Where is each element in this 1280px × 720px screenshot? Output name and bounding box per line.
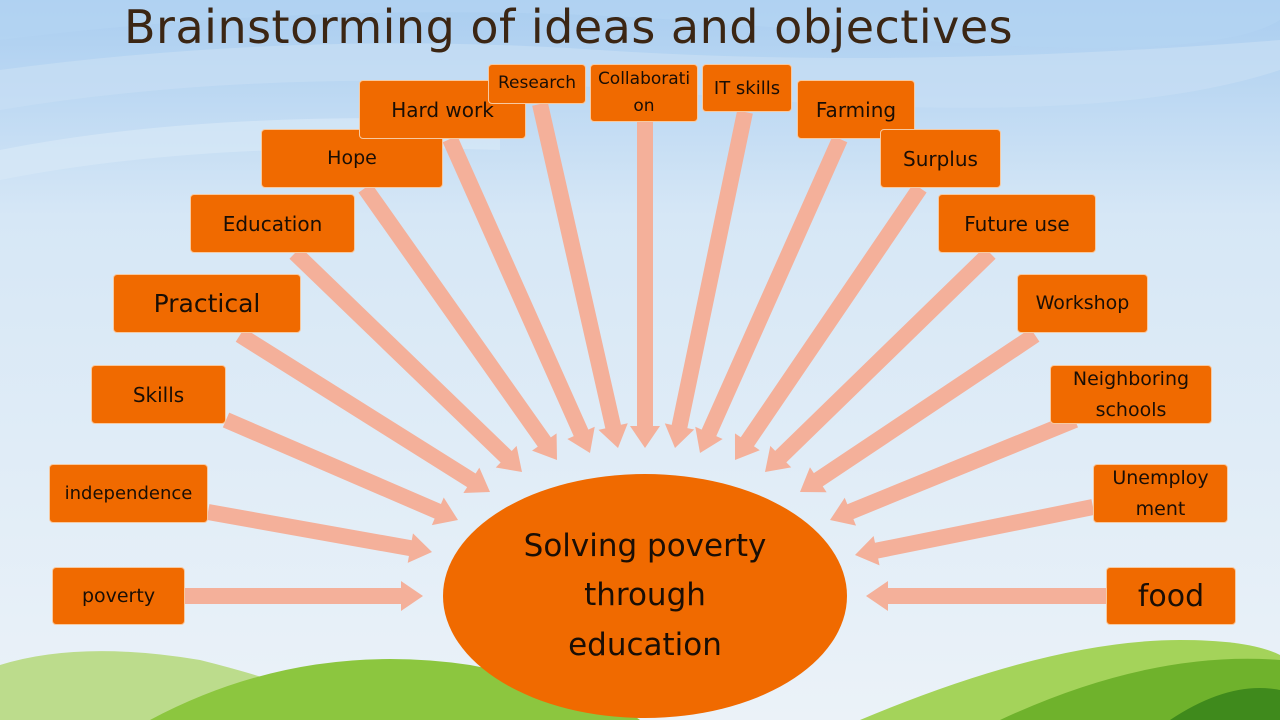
idea-box-skills: Skills xyxy=(91,365,226,424)
idea-label: Surplus xyxy=(903,146,978,171)
idea-label: food xyxy=(1137,578,1205,614)
idea-box-research: Research xyxy=(488,64,586,104)
arrow-farming xyxy=(695,135,848,454)
idea-label: Practical xyxy=(153,288,261,318)
central-goal-ellipse: Solving poverty through education xyxy=(443,474,847,718)
idea-box-it-skills: IT skills xyxy=(702,64,792,112)
arrow-practical xyxy=(235,328,490,494)
idea-label: Research xyxy=(498,73,576,94)
idea-box-surplus: Surplus xyxy=(880,129,1001,188)
idea-label: Future use xyxy=(964,211,1070,236)
idea-label: IT skills xyxy=(713,77,781,99)
idea-label: Collaboration xyxy=(597,68,691,116)
arrow-unemployment xyxy=(855,499,1095,566)
arrow-hope xyxy=(358,183,557,460)
slide-title: Brainstorming of ideas and objectives xyxy=(124,0,1014,54)
idea-label: Farming xyxy=(815,97,897,122)
arrow-research xyxy=(532,102,628,448)
idea-label: independence xyxy=(64,483,193,504)
idea-label: Hope xyxy=(327,147,377,170)
arrow-education xyxy=(289,247,522,472)
idea-box-unemployment: Unemployment xyxy=(1093,464,1228,523)
arrow-independence xyxy=(206,504,432,563)
arrow-skills xyxy=(222,412,458,526)
idea-label: poverty xyxy=(81,584,156,607)
hill-center xyxy=(150,659,640,720)
central-goal-text: Solving poverty through education xyxy=(523,527,767,663)
idea-box-future-use: Future use xyxy=(938,194,1096,253)
arrow-surplus xyxy=(734,183,927,460)
idea-box-practical: Practical xyxy=(113,274,301,333)
idea-label: Workshop xyxy=(1035,292,1130,315)
idea-box-poverty: poverty xyxy=(52,567,185,625)
idea-box-education: Education xyxy=(190,194,355,253)
arrow-hard-work xyxy=(442,135,595,454)
arrow-it-skills xyxy=(664,110,753,449)
arrow-food xyxy=(866,581,1106,611)
idea-label: Education xyxy=(222,211,323,236)
idea-box-collaboration: Collaboration xyxy=(590,64,698,122)
arrow-neighboring-schools xyxy=(830,412,1079,526)
idea-label: Hard work xyxy=(391,97,494,122)
arrow-collaboration xyxy=(630,122,660,448)
arrow-workshop xyxy=(800,328,1040,493)
idea-box-workshop: Workshop xyxy=(1017,274,1148,333)
idea-box-neighboring-schools: Neighboring schools xyxy=(1050,365,1212,424)
idea-box-independence: independence xyxy=(49,464,208,523)
arrow-poverty xyxy=(185,581,423,611)
arrow-future-use xyxy=(765,247,996,472)
idea-box-food: food xyxy=(1106,567,1236,625)
idea-label: Neighboring schools xyxy=(1072,368,1190,421)
idea-label: Skills xyxy=(132,382,185,407)
idea-label: Unemployment xyxy=(1112,467,1209,520)
